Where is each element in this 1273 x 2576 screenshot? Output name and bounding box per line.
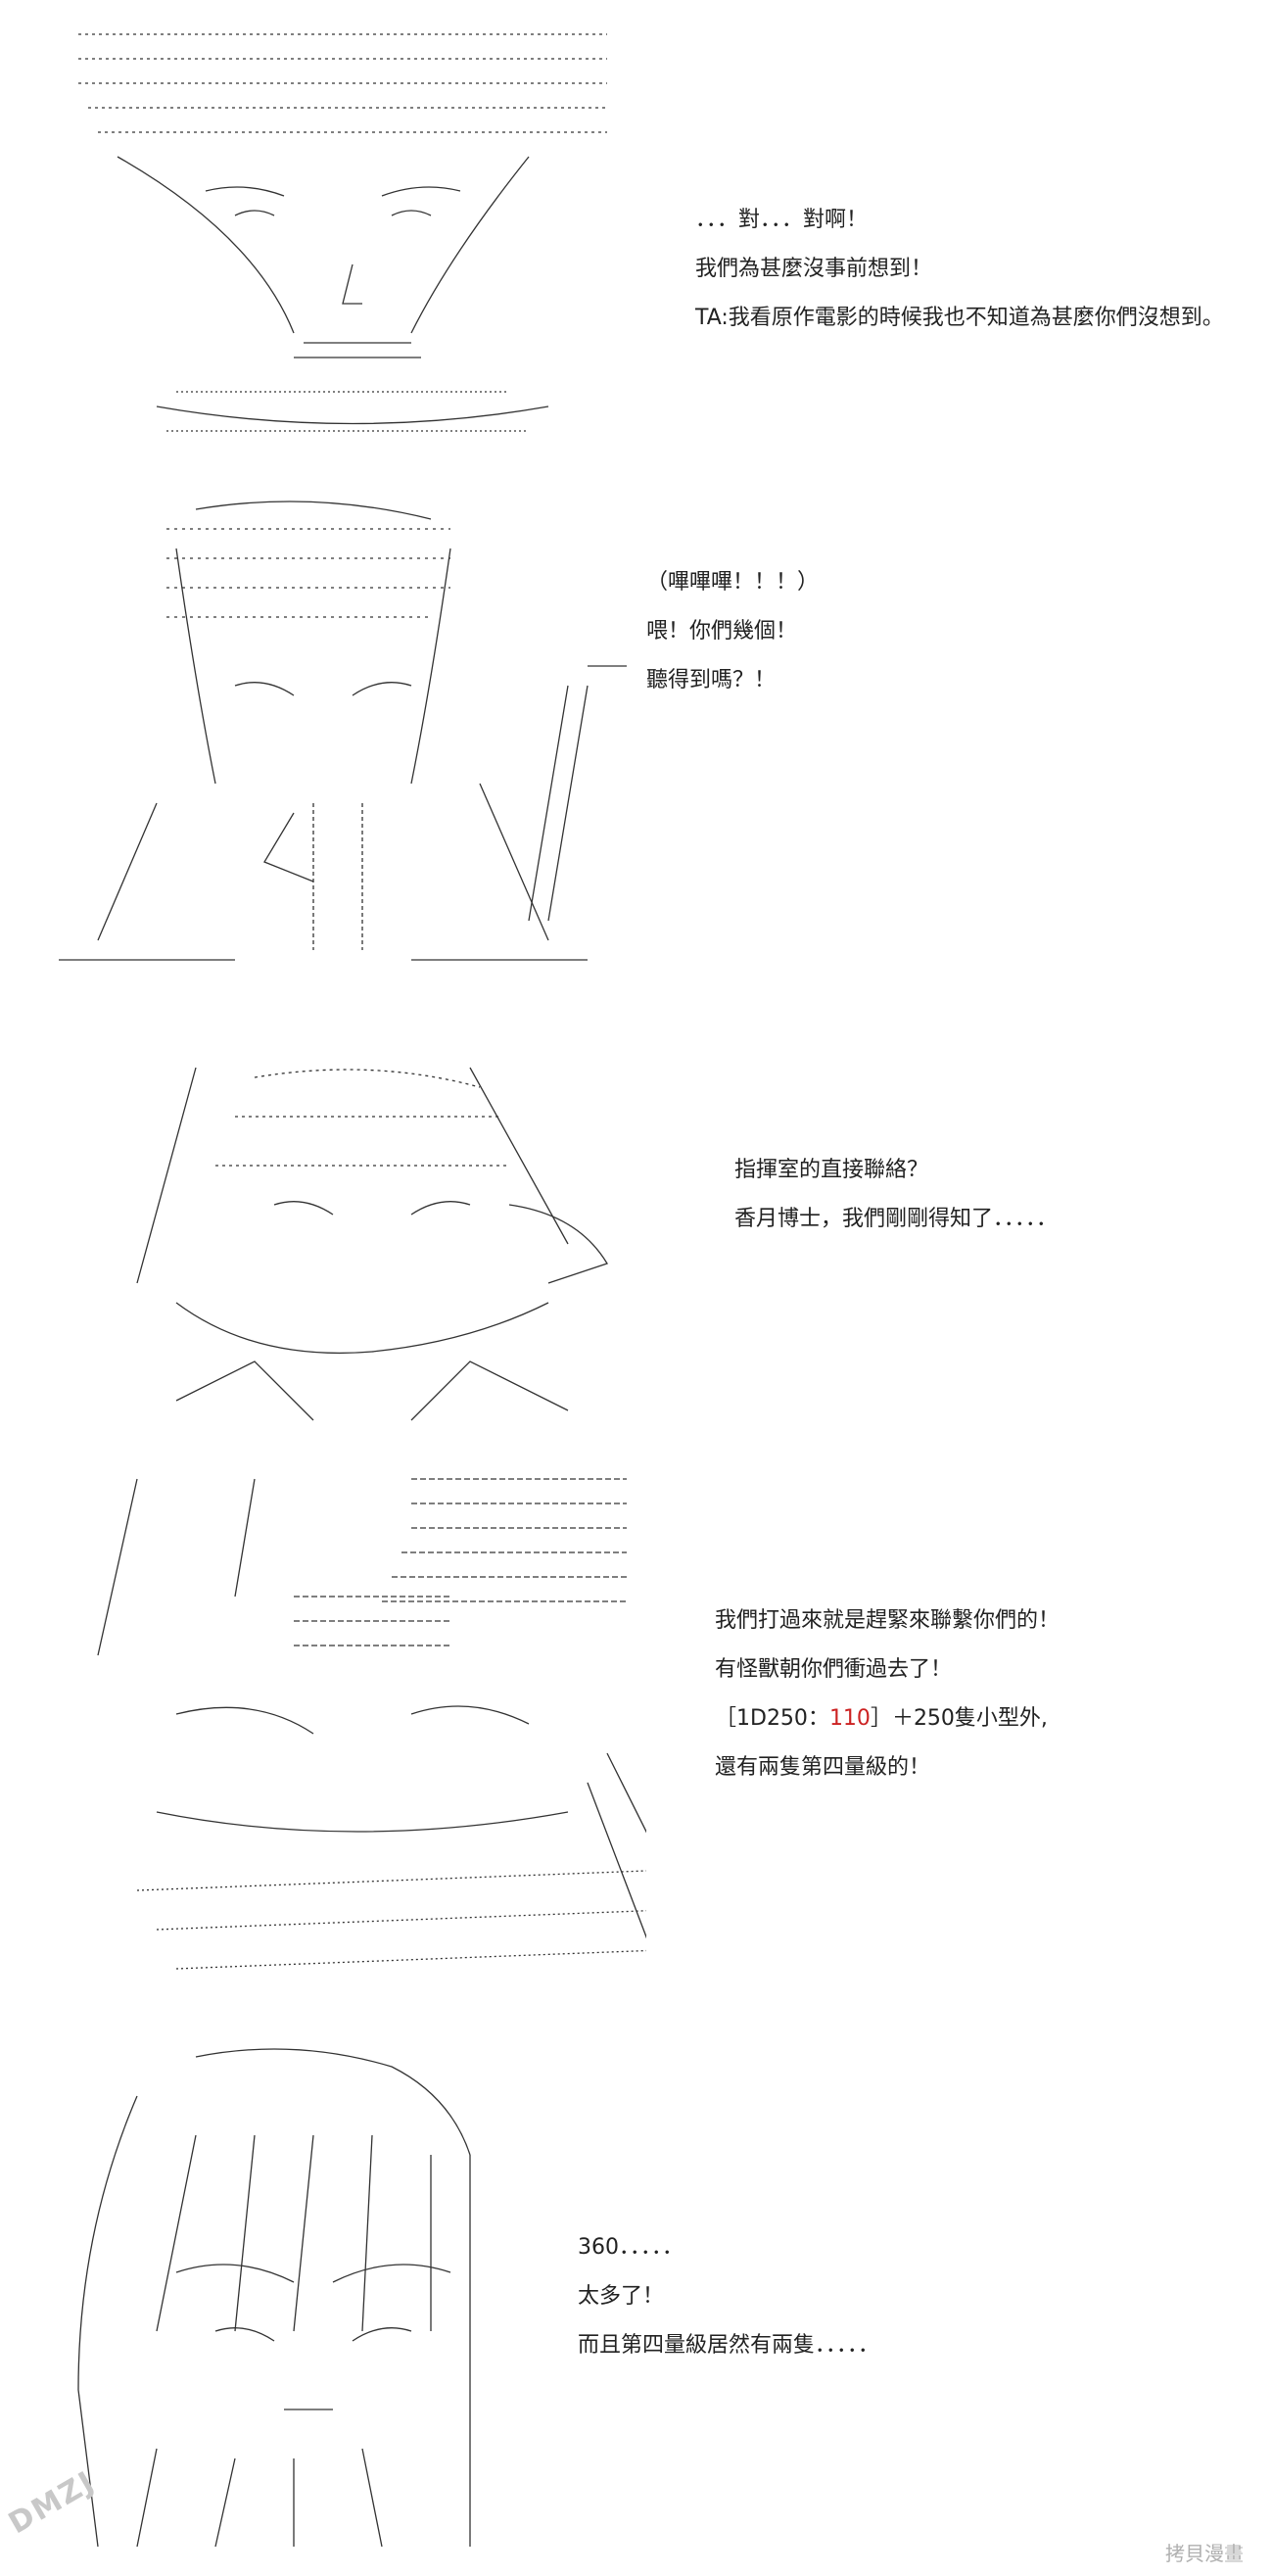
dialogue-line: 有怪獸朝你們衝過去了！ bbox=[715, 1657, 953, 1682]
dialogue-line: TA:我看原作電影的時候我也不知道為甚麼你們沒想到。 bbox=[695, 306, 1224, 330]
dialogue-line: 指揮室的直接聯絡？ bbox=[734, 1158, 929, 1182]
dialogue-box-1: ．．．對．．．對啊！ 我們為甚麼沒事前想到！ TA:我看原作電影的時候我也不知道… bbox=[695, 196, 1224, 343]
dialogue-line: 360．．．．． bbox=[578, 2235, 684, 2260]
ascii-art-character-1 bbox=[59, 20, 646, 451]
dialogue-line: （嗶嗶嗶！！！） bbox=[646, 570, 820, 595]
dialogue-line: 我們打過來就是趕緊來聯繫你們的！ bbox=[715, 1608, 1061, 1633]
dialogue-box-2: （嗶嗶嗶！！！） 喂！你們幾個！ 聽得到嗎？！ bbox=[646, 558, 819, 705]
panel-5: 360．．．．． 太多了！ 而且第四量級居然有兩隻．．．．． bbox=[0, 2027, 1273, 2576]
ascii-art-drawing bbox=[97, 1478, 646, 1970]
panel-1: ．．．對．．．對啊！ 我們為甚麼沒事前想到！ TA:我看原作電影的時候我也不知道… bbox=[0, 0, 1273, 470]
ascii-art-drawing bbox=[59, 501, 627, 961]
ascii-art-drawing bbox=[77, 2048, 471, 2548]
dialogue-box-5: 360．．．．． 太多了！ 而且第四量級居然有兩隻．．．．． bbox=[578, 2223, 879, 2370]
dialogue-line: 還有兩隻第四量級的！ bbox=[715, 1755, 931, 1780]
ascii-art-drawing bbox=[136, 1067, 608, 1421]
ascii-art-character-5 bbox=[39, 2037, 627, 2566]
dialogue-line: 聽得到嗎？！ bbox=[646, 668, 777, 692]
dialogue-line: 太多了！ bbox=[578, 2284, 665, 2309]
dialogue-line: ．．．對．．．對啊！ bbox=[695, 208, 869, 232]
source-watermark: 拷貝漫畫 bbox=[1165, 2542, 1244, 2565]
dice-roll-suffix: ］＋250隻小型外, bbox=[870, 1706, 1048, 1731]
dice-roll-value: 110 bbox=[828, 1706, 871, 1731]
ascii-art-drawing bbox=[78, 33, 607, 432]
panel-4: 我們打過來就是趕緊來聯繫你們的！ 有怪獸朝你們衝過去了！ ［1D250：110］… bbox=[0, 1440, 1273, 2027]
ascii-art-character-4 bbox=[59, 1459, 646, 2018]
panel-2: （嗶嗶嗶！！！） 喂！你們幾個！ 聽得到嗎？！ bbox=[0, 470, 1273, 1019]
dialogue-box-4: 我們打過來就是趕緊來聯繫你們的！ 有怪獸朝你們衝過去了！ ［1D250：110］… bbox=[715, 1597, 1060, 1792]
dialogue-line: 喂！你們幾個！ bbox=[646, 619, 798, 644]
ascii-art-character-3 bbox=[59, 1048, 646, 1430]
dialogue-line: 我們為甚麼沒事前想到！ bbox=[695, 257, 933, 281]
panel-3: 指揮室的直接聯絡？ 香月博士，我們剛剛得知了．．．．． bbox=[0, 1019, 1273, 1440]
dialogue-box-3: 指揮室的直接聯絡？ 香月博士，我們剛剛得知了．．．．． bbox=[734, 1146, 1058, 1244]
dialogue-line: 香月博士，我們剛剛得知了．．．．． bbox=[734, 1207, 1059, 1231]
dice-roll-line: ［1D250：110］＋250隻小型外, bbox=[715, 1694, 1060, 1743]
dialogue-line: 而且第四量級居然有兩隻．．．．． bbox=[578, 2333, 880, 2358]
dice-roll-prefix: ［1D250： bbox=[715, 1706, 829, 1731]
ascii-art-character-2 bbox=[39, 490, 627, 999]
